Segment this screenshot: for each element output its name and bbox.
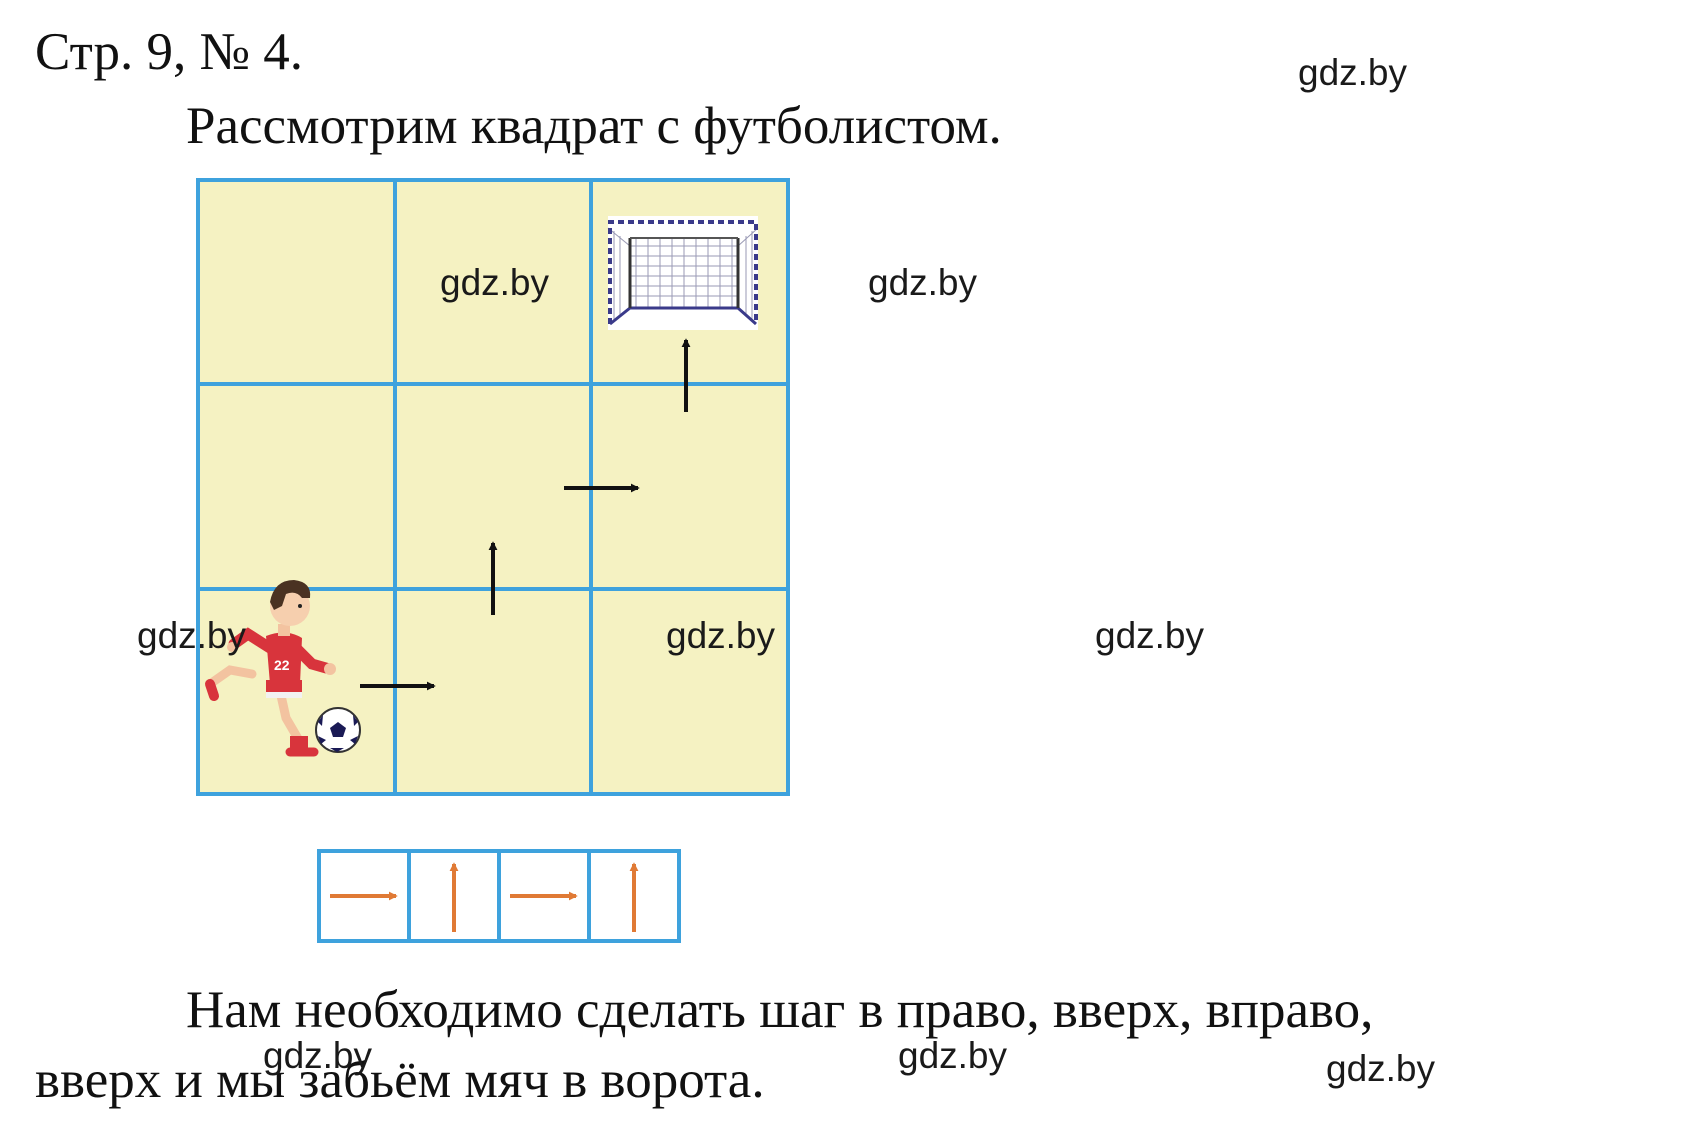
watermark: gdz.by <box>263 1035 373 1076</box>
intro-text: Рассмотрим квадрат с футболистом. <box>186 97 1002 155</box>
player-number: 22 <box>274 657 290 673</box>
sequence-card <box>497 849 591 943</box>
football-field-grid: 22 <box>196 178 790 796</box>
watermark: gdz.by <box>898 1035 1008 1076</box>
sequence-card <box>407 849 501 943</box>
conclusion-line-2: вверх и мы забьём мяч в ворота. <box>35 1051 765 1109</box>
conclusion-line-1: Нам необходимо сделать шаг в право, ввер… <box>186 981 1374 1039</box>
arrow-sequence-cards <box>317 849 681 943</box>
watermark: gdz.by <box>1095 615 1205 656</box>
exercise-heading: Стр. 9, № 4. <box>35 23 304 81</box>
watermark: gdz.by <box>666 615 776 656</box>
watermark: gdz.by <box>137 615 247 656</box>
watermark: gdz.by <box>440 262 550 303</box>
watermark: gdz.by <box>868 262 978 303</box>
sequence-card <box>317 849 411 943</box>
goal-net-icon <box>607 216 759 330</box>
watermark: gdz.by <box>1298 52 1408 93</box>
sequence-card <box>587 849 681 943</box>
soccer-ball-icon <box>315 707 361 753</box>
watermark: gdz.by <box>1326 1048 1436 1089</box>
football-player-icon: 22 <box>205 580 336 757</box>
